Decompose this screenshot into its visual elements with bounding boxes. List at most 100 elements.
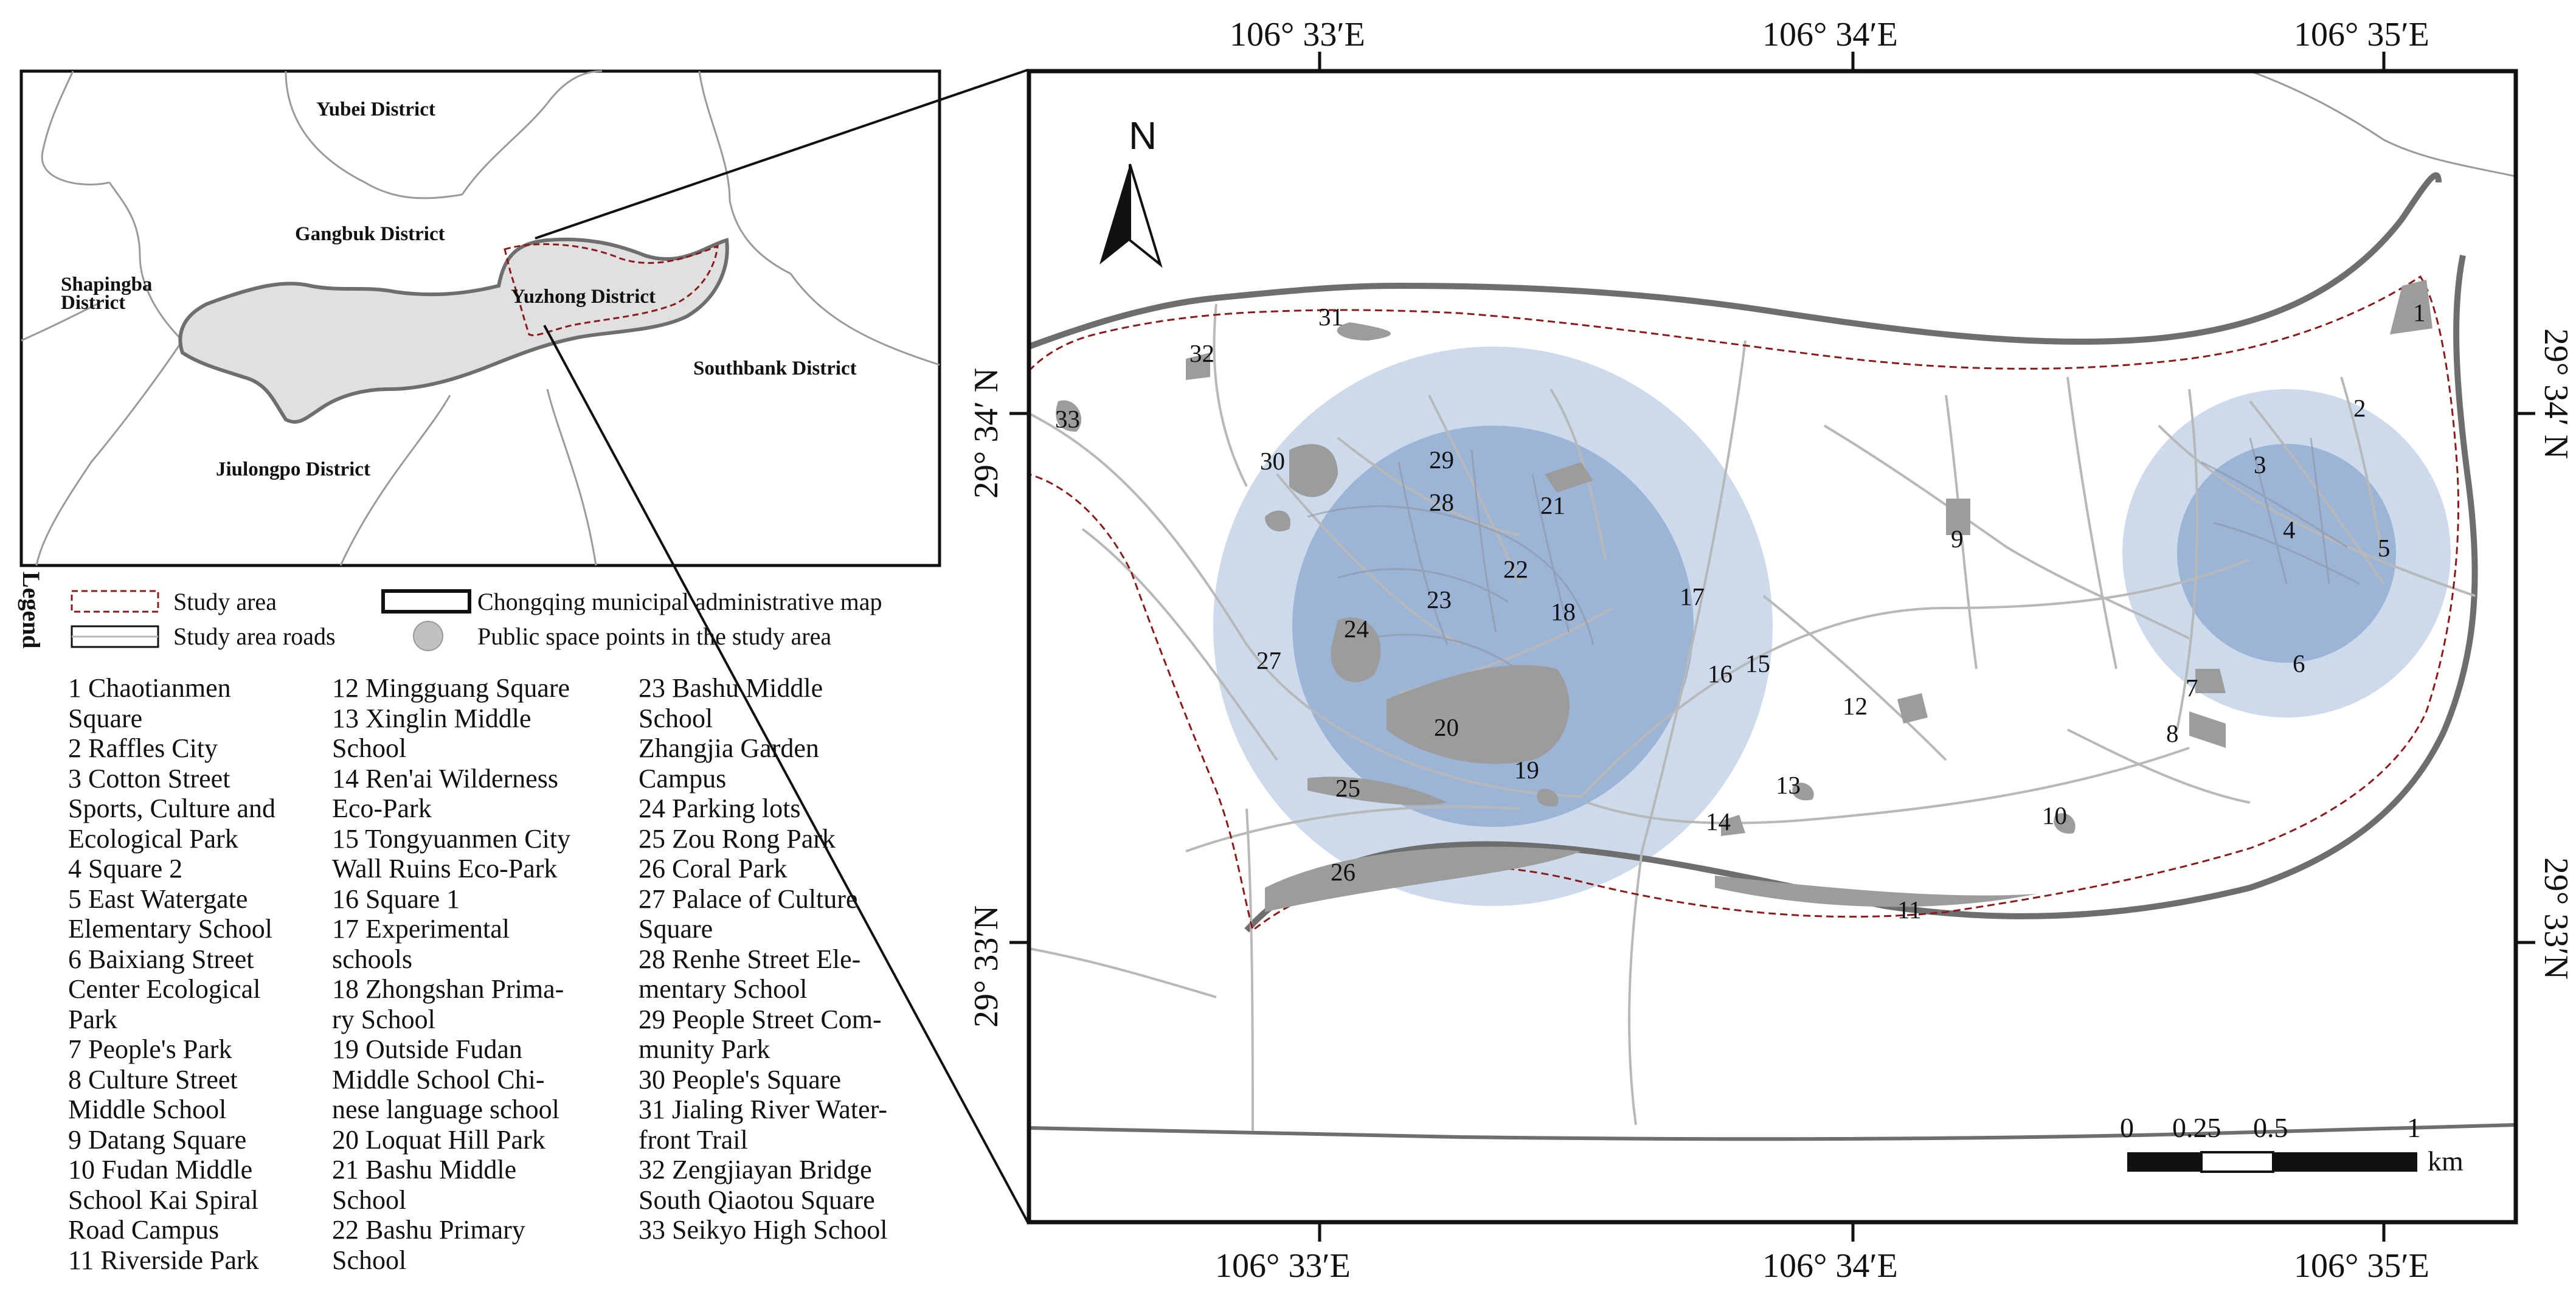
coordinate-labels: 106° 33′E 106° 34′E 106° 35′E 106° 33′E … bbox=[968, 16, 2575, 1285]
dense-roads-east bbox=[2201, 437, 2360, 585]
point-label-11: 11 bbox=[1897, 896, 1921, 924]
list-item: Campus bbox=[639, 763, 727, 793]
inset-district-lines bbox=[21, 70, 940, 566]
list-item: 1 Chaotianmen bbox=[68, 673, 231, 703]
list-item: 30 People's Square bbox=[639, 1064, 841, 1094]
list-item: 8 Culture Street bbox=[68, 1064, 238, 1094]
list-item: 4 Square 2 bbox=[68, 854, 183, 883]
list-item: 16 Square 1 bbox=[332, 883, 460, 914]
list-item: School Kai Spiral bbox=[68, 1184, 258, 1215]
point-label-3: 3 bbox=[2254, 451, 2266, 479]
legend-admin-map-label: Chongqing municipal administrative map bbox=[477, 588, 882, 615]
list-item: munity Park bbox=[639, 1034, 770, 1064]
list-item: 15 Tongyuanmen City bbox=[332, 823, 571, 854]
scale-tick-05: 0.5 bbox=[2253, 1112, 2288, 1143]
list-item: 17 Experimental bbox=[332, 914, 510, 944]
list-item: schools bbox=[332, 944, 412, 974]
scale-segment-3 bbox=[2273, 1152, 2417, 1172]
place-list-column-2: 12 Mingguang Square 13 Xinglin Middle Sc… bbox=[332, 673, 636, 1293]
list-item: Ecological Park bbox=[68, 823, 238, 854]
list-item: Middle School bbox=[68, 1094, 227, 1124]
point-label-10: 10 bbox=[2042, 801, 2067, 829]
list-item: 23 Bashu Middle bbox=[639, 673, 823, 703]
inset-label-gangbuk: Gangbuk District bbox=[295, 223, 445, 245]
north-arrow-right-half-icon bbox=[1129, 164, 1163, 268]
list-item: 2 Raffles City bbox=[68, 733, 218, 763]
list-item: 31 Jialing River Water- bbox=[639, 1094, 887, 1124]
point-label-22: 22 bbox=[1503, 555, 1528, 583]
legend: Legend Study area Study area roads Chong… bbox=[18, 572, 882, 651]
point-label-33: 33 bbox=[1055, 405, 1080, 433]
list-item: 9 Datang Square bbox=[68, 1124, 247, 1155]
scale-segment-1 bbox=[2127, 1152, 2201, 1172]
list-item: School bbox=[332, 733, 407, 763]
list-item: 18 Zhongshan Prima- bbox=[332, 974, 564, 1004]
point-label-12: 12 bbox=[1843, 692, 1868, 720]
point-label-31: 31 bbox=[1318, 303, 1343, 331]
coord-bottom-2: 106° 34′E bbox=[1762, 1247, 1898, 1285]
north-arrow: N bbox=[1099, 114, 1163, 268]
inset-label-yubei: Yubei District bbox=[316, 99, 435, 120]
public-space-point-labels: 1 2 3 4 5 6 7 8 9 10 11 12 13 14 15 16 1… bbox=[1055, 299, 2426, 924]
list-item: 11 Riverside Park bbox=[68, 1245, 259, 1275]
list-item: South Qiaotou Square bbox=[639, 1184, 875, 1215]
point-label-17: 17 bbox=[1680, 583, 1705, 610]
inset-study-area-outline bbox=[504, 243, 719, 336]
coord-top-1: 106° 33′E bbox=[1230, 16, 1365, 54]
list-item: 20 Loquat Hill Park bbox=[332, 1124, 545, 1155]
list-item: 10 Fudan Middle bbox=[68, 1155, 253, 1184]
coord-left-2: 29° 33′N bbox=[968, 905, 1005, 1028]
list-item: ry School bbox=[332, 1004, 435, 1034]
coord-right-2: 29° 33′N bbox=[2537, 857, 2575, 980]
list-item: Sports, Culture and bbox=[68, 793, 275, 823]
place-name-list: 1 Chaotianmen Square 2 Raffles City 3 Co… bbox=[68, 673, 1017, 1293]
list-item: 19 Outside Fudan bbox=[332, 1034, 522, 1064]
point-label-20: 20 bbox=[1434, 713, 1459, 741]
point-label-13: 13 bbox=[1776, 771, 1801, 799]
list-item: 14 Ren'ai Wilderness bbox=[332, 763, 558, 793]
list-item: front Trail bbox=[639, 1124, 748, 1155]
point-label-9: 9 bbox=[1951, 525, 1964, 553]
coord-bottom-1: 106° 33′E bbox=[1215, 1247, 1351, 1285]
point-label-27: 27 bbox=[1256, 646, 1281, 674]
point-label-21: 21 bbox=[1540, 491, 1565, 519]
list-item: Zhangjia Garden bbox=[639, 733, 819, 763]
point-label-6: 6 bbox=[2293, 649, 2305, 677]
scale-bar: 0 0.25 0.5 1 km bbox=[2120, 1112, 2463, 1177]
list-item: 12 Mingguang Square bbox=[332, 673, 570, 703]
legend-study-area-swatch bbox=[71, 590, 159, 613]
legend-study-area-label: Study area bbox=[173, 588, 277, 615]
point-label-24: 24 bbox=[1344, 615, 1369, 643]
north-river-bank bbox=[1029, 172, 2442, 350]
point-label-4: 4 bbox=[2283, 516, 2296, 544]
point-label-26: 26 bbox=[1331, 858, 1356, 886]
point-label-25: 25 bbox=[1335, 774, 1360, 802]
upper-right-thin-line bbox=[2249, 71, 2516, 178]
inset-label-southbank: Southbank District bbox=[693, 358, 857, 379]
legend-title: Legend bbox=[18, 572, 45, 649]
list-item: 28 Renhe Street Ele- bbox=[639, 944, 861, 974]
list-item: 5 East Watergate bbox=[68, 883, 248, 914]
north-arrow-letter: N bbox=[1129, 114, 1157, 157]
graticule-ticks bbox=[1009, 52, 2535, 1242]
study-area-boundary bbox=[1029, 275, 2460, 932]
list-item: Center Ecological bbox=[68, 974, 261, 1004]
point-label-29: 29 bbox=[1429, 446, 1454, 474]
list-item: nese language school bbox=[332, 1094, 559, 1124]
scale-segment-2 bbox=[2200, 1151, 2274, 1173]
point-label-8: 8 bbox=[2166, 719, 2179, 747]
legend-roads-label: Study area roads bbox=[173, 623, 336, 650]
list-item: Middle School Chi- bbox=[332, 1064, 545, 1094]
point-label-14: 14 bbox=[1706, 807, 1731, 835]
list-item: mentary School bbox=[639, 974, 808, 1004]
coord-top-3: 106° 35′E bbox=[2294, 16, 2429, 54]
list-item: 7 People's Park bbox=[68, 1034, 232, 1064]
north-arrow-left-half-icon bbox=[1099, 164, 1130, 264]
legend-public-space-swatch-icon bbox=[413, 621, 443, 651]
list-item: 21 Bashu Middle bbox=[332, 1155, 517, 1184]
inset-label-jiulongpo: Jiulongpo District bbox=[216, 458, 370, 480]
list-item: Square bbox=[639, 914, 713, 944]
list-item: 13 Xinglin Middle bbox=[332, 703, 531, 733]
inset-map: Yubei District Gangbuk District Shapingb… bbox=[19, 69, 941, 567]
